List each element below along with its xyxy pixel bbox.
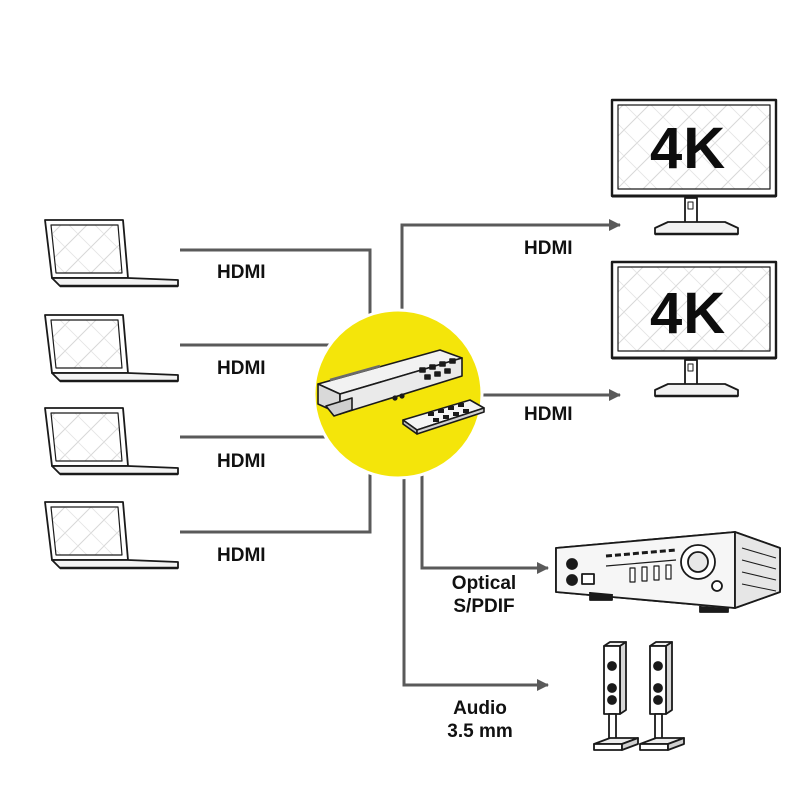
speaker-icon xyxy=(639,641,685,751)
speaker-group xyxy=(593,641,685,751)
hdmi-matrix-switch-icon xyxy=(317,349,463,417)
laptop-group xyxy=(44,219,179,570)
laptop-icon xyxy=(44,219,179,288)
output-label-receiver-line2: S/PDIF xyxy=(453,596,515,617)
input-line-1 xyxy=(180,248,372,318)
laptop-icon xyxy=(44,314,179,383)
monitor-group xyxy=(610,98,778,398)
output-line-receiver xyxy=(420,472,549,574)
output-line-monitor-top xyxy=(400,219,621,314)
monitor-top-screen-text: 4K xyxy=(650,116,727,181)
input-label-2: HDMI xyxy=(217,358,266,379)
output-label-speakers-line2: 3.5 mm xyxy=(447,721,513,742)
monitor-bottom-screen-text: 4K xyxy=(650,281,727,346)
connection-lines xyxy=(180,219,621,691)
hdmi-matrix-switch xyxy=(312,308,485,480)
output-label-monitor-bottom: HDMI xyxy=(524,404,573,425)
remote-control-icon xyxy=(402,399,485,435)
av-receiver-icon xyxy=(555,531,781,613)
input-label-3: HDMI xyxy=(217,451,266,472)
monitor-icon xyxy=(610,98,778,236)
output-label-monitor-top: HDMI xyxy=(524,238,573,259)
monitor-icon xyxy=(610,260,778,398)
output-line-speakers xyxy=(402,474,549,691)
input-label-1: HDMI xyxy=(217,262,266,283)
output-label-speakers-line1: Audio xyxy=(453,698,507,719)
speaker-icon xyxy=(593,641,639,751)
laptop-icon xyxy=(44,407,179,476)
input-label-4: HDMI xyxy=(217,545,266,566)
output-label-receiver-line1: Optical xyxy=(451,573,517,594)
laptop-icon xyxy=(44,501,179,570)
input-line-4 xyxy=(180,460,372,534)
